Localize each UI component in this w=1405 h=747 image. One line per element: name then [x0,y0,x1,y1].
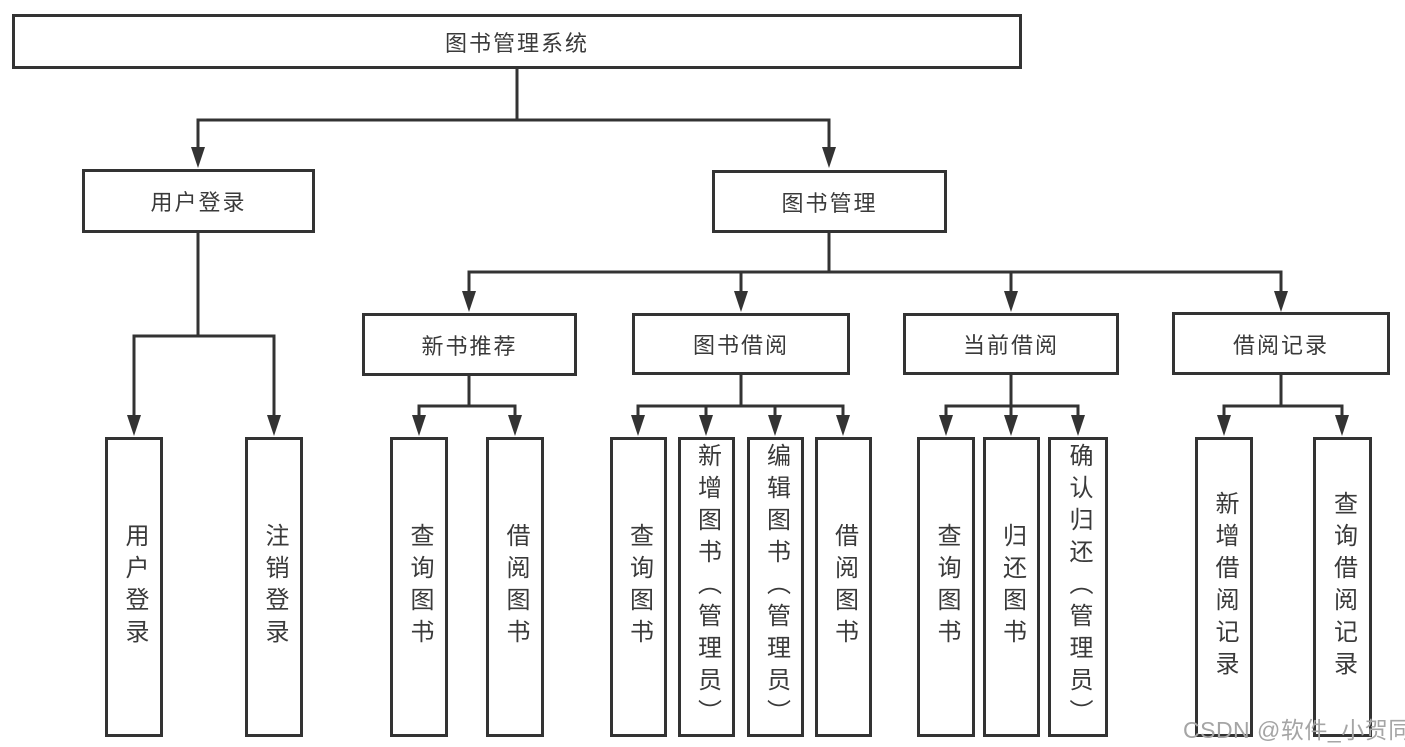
node-leaf-borrow-book-2: 借阅图书 [815,437,872,737]
arrowhead-icon [1217,415,1231,436]
node-user-login: 用户登录 [82,169,315,233]
arrowhead-icon [462,291,476,312]
node-label: 图书管理系统 [444,30,589,56]
arrowhead-icon [127,415,141,436]
node-label: 新增借阅记录 [1211,491,1238,683]
node-label: 查询图书 [406,523,433,651]
arrowhead-icon [412,415,426,436]
node-new-book-rec: 新书推荐 [362,313,577,376]
node-label: 新书推荐 [421,333,518,359]
node-leaf-query-borrow-record: 查询借阅记录 [1313,437,1372,737]
arrowhead-icon [734,291,748,312]
arrowhead-icon [1335,415,1349,436]
node-leaf-edit-book: 编辑图书（管理员） [747,437,804,737]
arrowhead-icon [1004,415,1018,436]
node-leaf-add-borrow-record: 新增借阅记录 [1195,437,1253,737]
node-label: 用户登录 [121,523,148,651]
node-label: 借阅记录 [1232,332,1329,358]
arrowhead-icon [699,415,713,436]
node-borrow-records: 借阅记录 [1172,312,1390,375]
arrowhead-icon [631,415,645,436]
node-leaf-query-book-1: 查询图书 [390,437,448,737]
node-label: 借阅图书 [502,523,529,651]
node-label: 当前借阅 [962,333,1059,358]
arrowhead-icon [768,415,782,436]
arrowhead-icon [1274,291,1288,312]
node-label: 借阅图书 [830,523,858,651]
node-label: 注销登录 [261,523,288,651]
node-label: 查询借阅记录 [1329,491,1357,683]
node-leaf-user-login: 用户登录 [105,437,163,737]
node-label: 图书管理 [781,190,878,216]
node-label: 查询图书 [933,523,960,651]
node-current-borrow: 当前借阅 [903,313,1119,375]
arrowhead-icon [508,415,522,436]
node-label: 图书借阅 [692,333,789,358]
arrowhead-icon [1004,291,1018,312]
node-label: 编辑图书（管理员） [762,443,790,731]
arrowhead-icon [939,415,953,436]
node-leaf-query-book-2: 查询图书 [610,437,667,737]
node-label: 新增图书（管理员） [693,443,721,731]
node-leaf-borrow-book-1: 借阅图书 [486,437,544,737]
node-label: 归还图书 [998,523,1026,651]
node-root: 图书管理系统 [12,14,1022,69]
arrowhead-icon [1071,415,1085,436]
node-book-borrow: 图书借阅 [632,313,850,375]
node-label: 确认归还（管理员） [1065,443,1092,731]
node-leaf-return-book: 归还图书 [983,437,1040,737]
node-leaf-confirm-return: 确认归还（管理员） [1048,437,1108,737]
node-leaf-add-book: 新增图书（管理员） [678,437,735,737]
arrowhead-icon [822,147,836,168]
node-label: 用户登录 [150,190,247,215]
arrowhead-icon [191,147,205,168]
node-label: 查询图书 [625,523,653,651]
arrowhead-icon [836,415,850,436]
node-leaf-logout: 注销登录 [245,437,303,737]
arrowhead-icon [267,415,281,436]
node-book-mgmt: 图书管理 [712,170,947,233]
node-leaf-query-book-3: 查询图书 [917,437,975,737]
watermark: CSDN @软件_小贺同学 [1183,717,1405,743]
